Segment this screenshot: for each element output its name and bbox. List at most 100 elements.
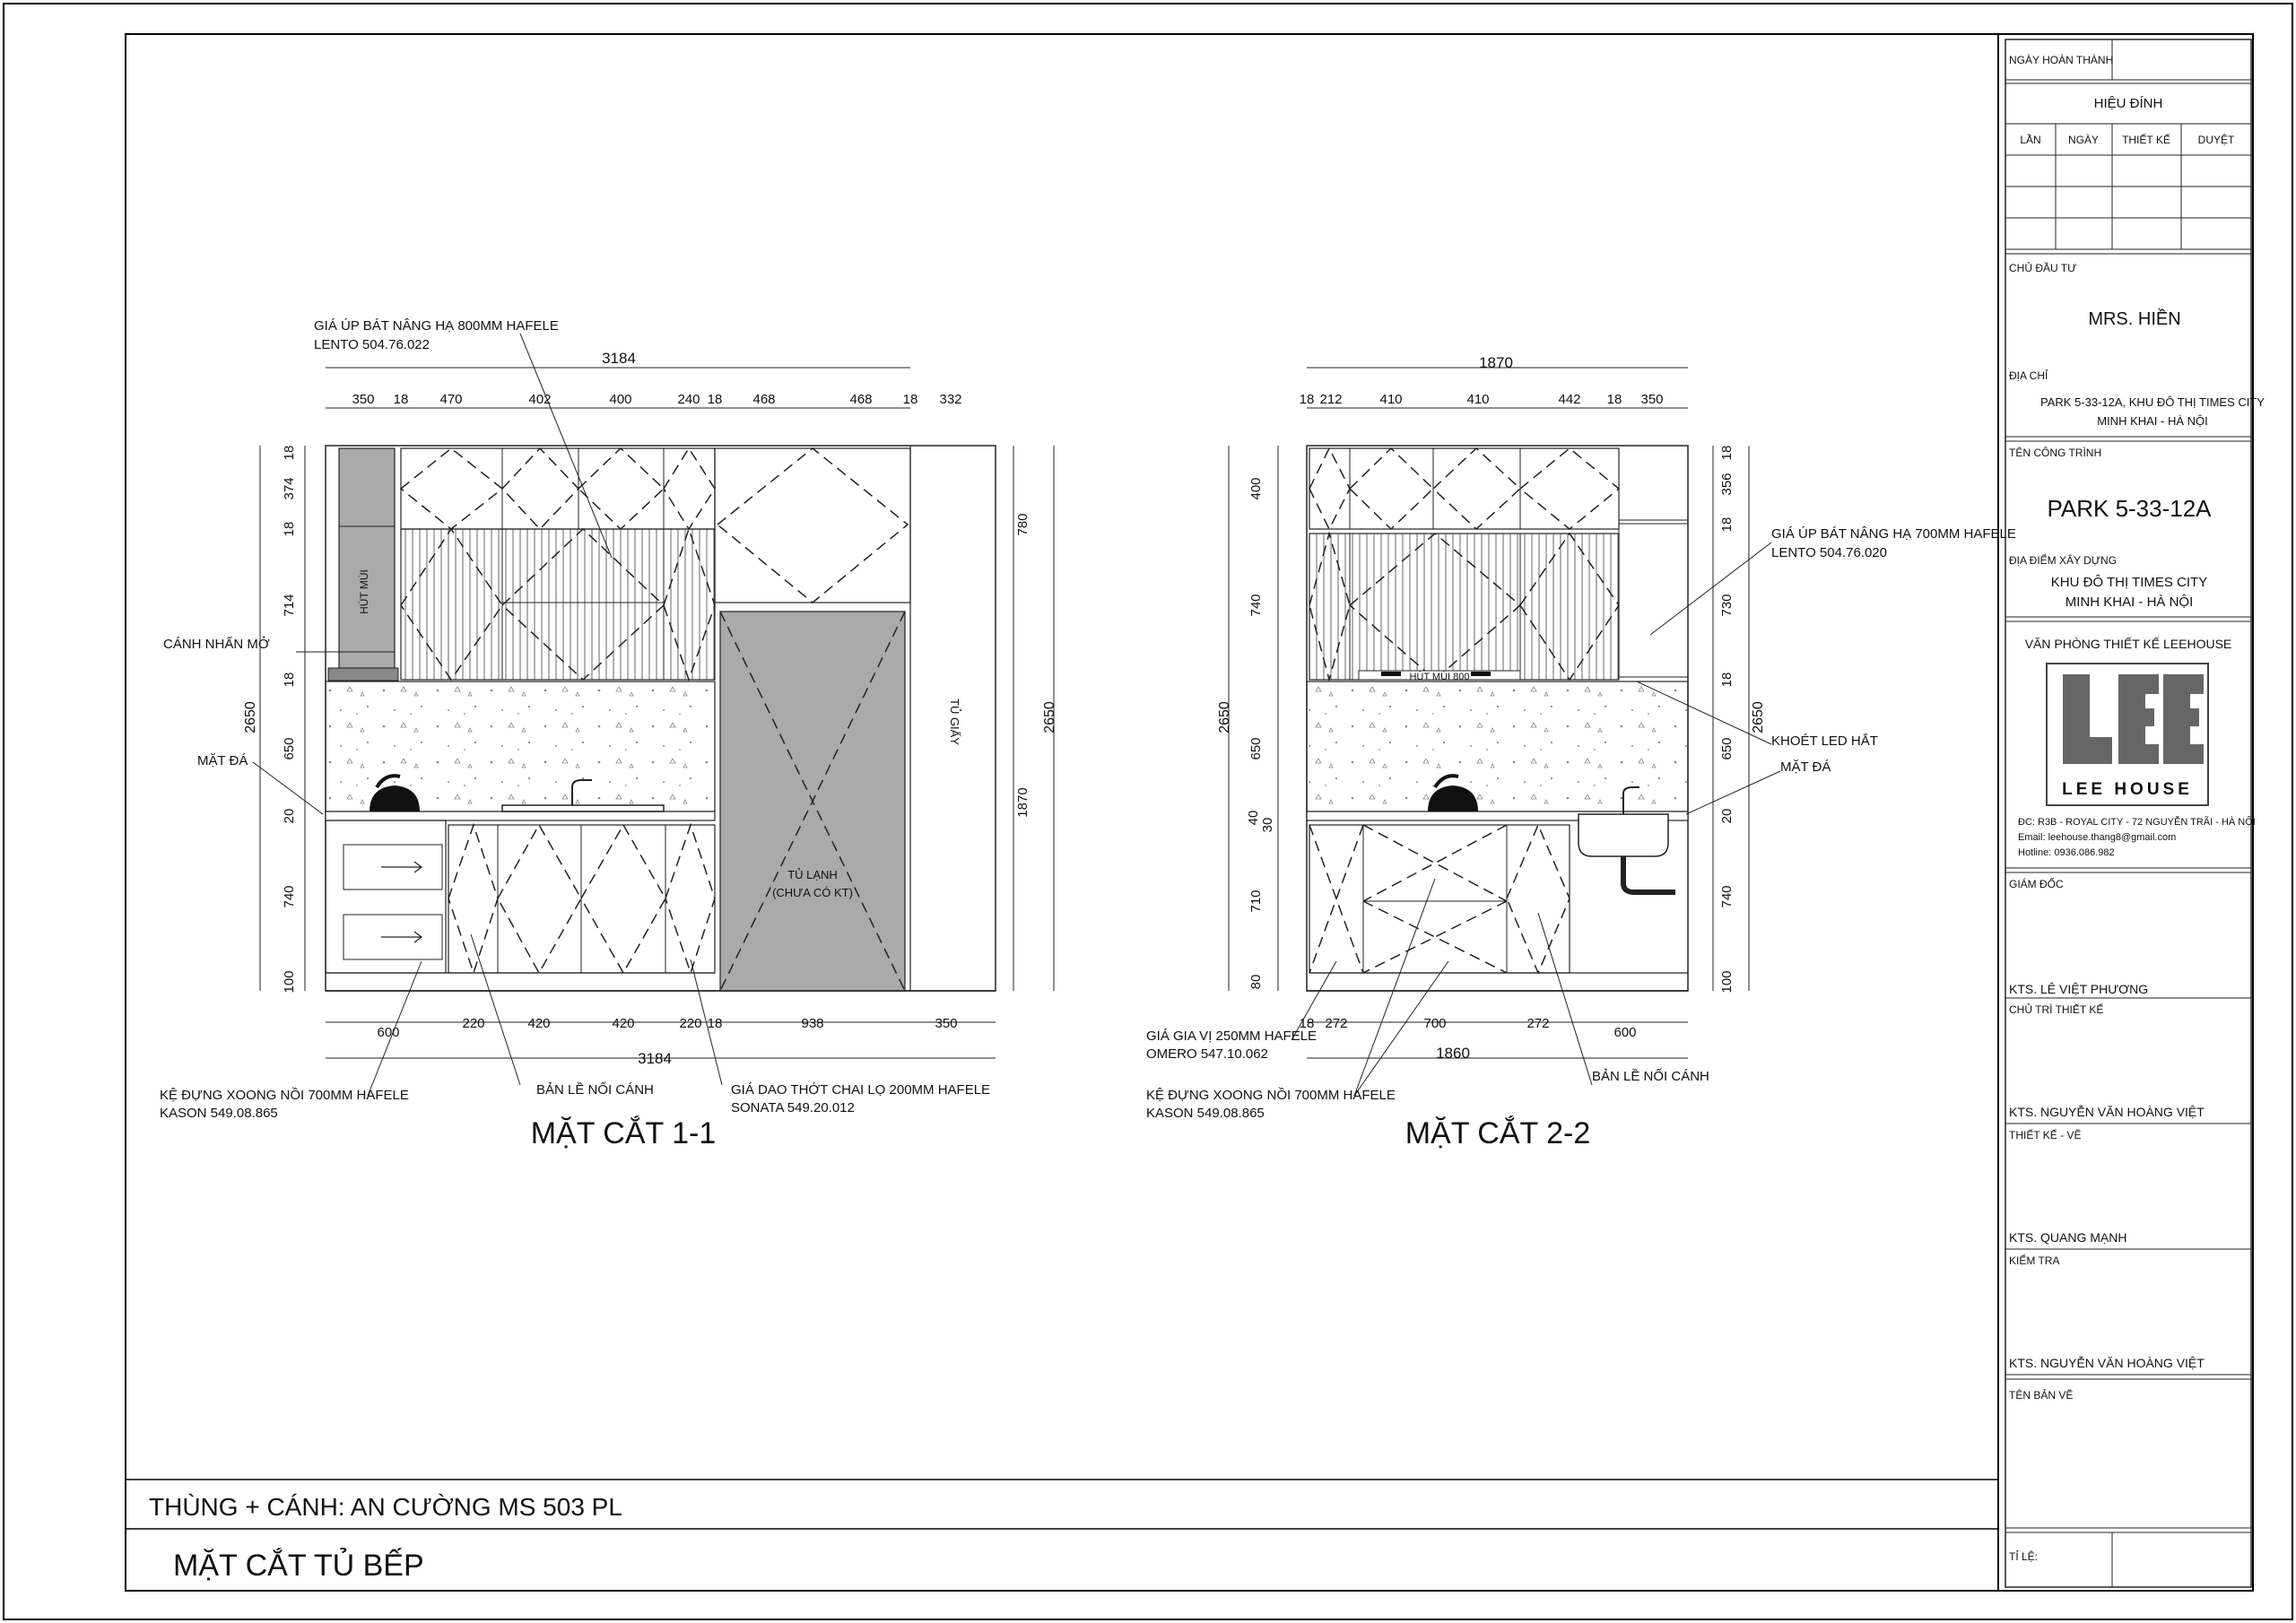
- callout-ban-le-1: BẢN LỀ NỐI CÁNH: [536, 1081, 654, 1098]
- dim2-top-6: 18: [1607, 392, 1622, 407]
- tb-van-phong: VĂN PHÒNG THIẾT KẾ LEEHOUSE: [2025, 637, 2232, 651]
- callout-gia-up-1: GIÁ ÚP BÁT NÂNG HẠ 800MM HAFELE: [314, 318, 559, 334]
- dim-left-2: 374: [282, 477, 297, 499]
- dim-left-9: 100: [282, 970, 297, 993]
- dim-top-2: 18: [394, 392, 409, 407]
- callout-gia-dao-2: SONATA 549.20.012: [731, 1100, 855, 1115]
- tb-contact-1: ĐC: R3B - ROYAL CITY - 72 NGUYỄN TRÃI - …: [2018, 816, 2256, 828]
- title-block-text: NGÀY HOÀN THÀNH HIỆU ĐÍNH LẦN NGÀY THIẾT…: [2009, 53, 2265, 1563]
- tb-hieu-dinh: HIỆU ĐÍNH: [2094, 96, 2163, 111]
- callout2-mat-da: MẶT ĐÁ: [1780, 759, 1831, 775]
- dim-top-4: 402: [528, 392, 551, 407]
- dim2-left-4: 40: [1246, 811, 1261, 826]
- callout2-gia-up-2: LENTO 504.76.020: [1771, 545, 1887, 560]
- dim2-left-5: 30: [1260, 818, 1275, 833]
- tb-kiem-tra-label: KIỂM TRA: [2009, 1254, 2059, 1267]
- dim2-right-4: 730: [1719, 594, 1735, 616]
- dim-bottom-4: 420: [612, 1016, 634, 1031]
- dim-left-8: 740: [282, 885, 297, 907]
- section-2-2-text: 1870 18 212 410 410 442 18 350 18 272 70…: [1146, 354, 2016, 1150]
- dim2-right-6: 650: [1719, 737, 1735, 759]
- callout2-gia-gia-vi-1: GIÁ GIA VỊ 250MM HAFELE: [1146, 1028, 1317, 1044]
- tb-chu-dau-tu-label: CHỦ ĐẦU TƯ: [2009, 261, 2076, 274]
- dim2-top-5: 442: [1558, 392, 1580, 407]
- dim2-left-2: 740: [1248, 594, 1264, 616]
- dim-bottom-2: 220: [462, 1016, 484, 1031]
- dim2-right-total: 2650: [1751, 701, 1766, 733]
- dim2-bottom-1: 18: [1300, 1016, 1315, 1031]
- dim-left-total-1: 2650: [243, 701, 258, 733]
- dim-top-7: 18: [708, 392, 723, 407]
- callout2-ke-dung-2: KASON 549.08.865: [1146, 1106, 1265, 1121]
- dim2-left-1: 400: [1248, 477, 1264, 499]
- tb-thiet-ke-label: THIẾT KẾ - VẼ: [2009, 1128, 2081, 1141]
- dim-left-4: 714: [282, 594, 297, 616]
- dim2-right-2: 356: [1719, 473, 1735, 495]
- tb-dia-diem-1: KHU ĐÔ THỊ TIMES CITY: [2051, 575, 2207, 590]
- tb-logo-name: LEE HOUSE: [2062, 780, 2193, 799]
- tb-giam-doc: KTS. LÊ VIỆT PHƯƠNG: [2009, 982, 2148, 996]
- callout-gia-dao-1: GIÁ DAO THỚT CHAI LỌ 200MM HAFELE: [731, 1082, 990, 1098]
- dim2-right-8: 740: [1719, 885, 1735, 907]
- dim-right-total-1: 2650: [1042, 701, 1057, 733]
- upper-fluted-panel-2: [1309, 533, 1620, 681]
- dim-bottom-overall-1: 3184: [638, 1050, 672, 1067]
- dim2-left-6: 710: [1248, 890, 1264, 912]
- dim2-bottom-4: 272: [1526, 1016, 1549, 1031]
- tb-rev-ngay: NGÀY: [2068, 133, 2099, 146]
- hood-base: [327, 667, 399, 681]
- dim2-bottom-3: 700: [1423, 1016, 1446, 1031]
- dim2-top-4: 410: [1466, 392, 1489, 407]
- label-tu-lanh-1: TỦ LẠNH: [787, 868, 838, 881]
- kettle-icon-2: [1428, 785, 1478, 812]
- tb-dia-chi-1: PARK 5-33-12A, KHU ĐÔ THỊ TIMES CITY: [2040, 395, 2265, 409]
- dim2-top-3: 410: [1379, 392, 1402, 407]
- dim-top-5: 400: [609, 392, 631, 407]
- callout2-ban-le: BẢN LỀ NỐI CÁNH: [1592, 1068, 1709, 1084]
- tb-ngay-hoan-thanh: NGÀY HOÀN THÀNH: [2009, 53, 2113, 66]
- section-1-1: [252, 333, 1055, 1097]
- callout2-gia-gia-vi-2: OMERO 547.10.062: [1146, 1046, 1268, 1062]
- tb-ten-ban-ve-label: TÊN BẢN VẼ: [2009, 1388, 2073, 1402]
- dim-right-2: 1870: [1015, 787, 1031, 817]
- dim-left-7: 20: [282, 809, 297, 824]
- callout-mat-da-1: MẶT ĐÁ: [197, 753, 248, 768]
- dim-top-3: 470: [439, 392, 462, 407]
- dim-left-5: 18: [282, 673, 297, 688]
- tb-rev-duyet: DUYỆT: [2198, 133, 2235, 146]
- section-title-2: MẶT CẮT 2-2: [1405, 1116, 1591, 1150]
- label-hut-mui-800: HÚT MÙI 800: [1409, 671, 1469, 682]
- dim-bottom-7: 938: [801, 1016, 823, 1031]
- tb-ten-cong-trinh-label: TÊN CÔNG TRÌNH: [2009, 446, 2101, 459]
- stone-backsplash-2: [1306, 681, 1689, 812]
- dim-top-11: 332: [939, 392, 961, 407]
- countertop: [325, 811, 716, 821]
- inner-border: [125, 33, 2254, 1592]
- faucet-icon: [571, 779, 592, 805]
- section-1-1-text: GIÁ ÚP BÁT NÂNG HẠ 800MM HAFELE LENTO 50…: [160, 318, 1057, 1150]
- tb-dia-chi-label: ĐỊA CHỈ: [2009, 369, 2048, 382]
- dim2-left-7: 80: [1248, 975, 1264, 990]
- tb-ti-le-label: TỈ LỆ:: [2009, 1549, 2038, 1563]
- dim-bottom-overall-2: 1860: [1436, 1045, 1470, 1062]
- dim2-right-7: 20: [1719, 809, 1735, 824]
- dim2-right-5: 18: [1719, 673, 1735, 688]
- upper-fluted-panel: [400, 528, 716, 681]
- dim-top-1: 350: [352, 392, 374, 407]
- dim-bottom-1: 600: [377, 1025, 399, 1040]
- lee-house-logo: [2046, 663, 2209, 806]
- material-note: THÙNG + CÁNH: AN CƯỜNG MS 503 PL: [149, 1493, 622, 1521]
- dim2-right-1: 18: [1719, 446, 1735, 461]
- dim-right-1: 780: [1015, 513, 1031, 535]
- dim2-left-total: 2650: [1217, 701, 1232, 733]
- tb-ten-cong-trinh: PARK 5-33-12A: [2047, 495, 2212, 522]
- tb-rev-thiet-ke: THIẾT KẾ: [2122, 133, 2170, 146]
- tb-thiet-ke: KTS. QUANG MẠNH: [2009, 1230, 2126, 1245]
- dim-top-9: 468: [849, 392, 872, 407]
- tb-chu-dau-tu: MRS. HIỀN: [2088, 308, 2180, 329]
- tb-kiem-tra: KTS. NGUYỄN VĂN HOÀNG VIỆT: [2009, 1356, 2205, 1370]
- tb-contact-2: Email: leehouse.thang8@gmail.com: [2018, 832, 2176, 843]
- dim2-bottom-5: 600: [1613, 1025, 1636, 1040]
- label-tu-giay: TỦ GIẤY: [948, 699, 961, 745]
